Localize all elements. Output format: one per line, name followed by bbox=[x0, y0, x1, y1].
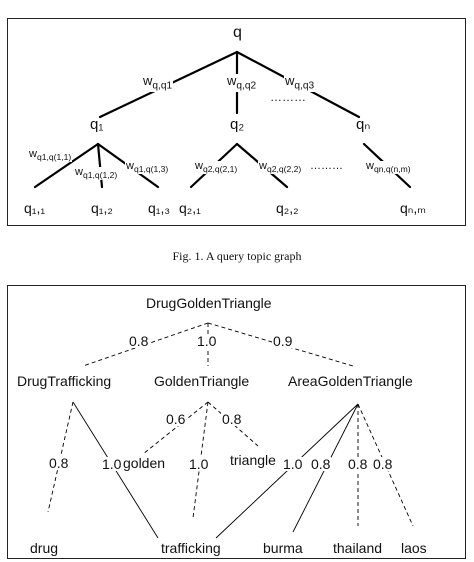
figure-1-caption: Fig. 1. A query topic graph bbox=[172, 249, 302, 263]
node-q1: q₁ bbox=[90, 116, 104, 133]
weight-q-q2: wq,q2 bbox=[226, 73, 258, 92]
weight-q1-q12: wq1,q(1,2) bbox=[74, 166, 119, 181]
node-q11: q₁,₁ bbox=[24, 200, 46, 216]
weight-q-q1: wq,q1 bbox=[142, 73, 174, 92]
ellipsis-top: ……… bbox=[270, 90, 306, 104]
edge-q1-q12 bbox=[96, 142, 104, 189]
weight-q1-q11: wq1,q(1,1) bbox=[28, 148, 73, 163]
weight-ag-trafficking: 1.0 bbox=[282, 456, 304, 472]
weight-q-q3: wq,q3 bbox=[284, 73, 316, 92]
edge-gt-golden bbox=[142, 401, 209, 455]
node-thailand: thailand bbox=[333, 540, 383, 556]
weight-q2-q21: wq2,q(2,1) bbox=[194, 160, 239, 175]
figure-1-panel: q q₁ q₂ qₙ q₁,₁ q₁,₂ q₁,₃ q₂,₁ q₂,₂ qₙ,ₘ… bbox=[7, 18, 466, 226]
weight-gt-trafficking: 1.0 bbox=[188, 456, 210, 472]
edge-ag-trafficking bbox=[215, 403, 359, 539]
weight-gt-triangle: 0.8 bbox=[221, 411, 243, 427]
node-qn: qₙ bbox=[356, 116, 371, 133]
node-qnm: qₙ,ₘ bbox=[400, 200, 426, 216]
figure-2-panel: DrugGoldenTriangle DrugTrafficking Golde… bbox=[7, 285, 466, 559]
node-q21: q₂,₁ bbox=[179, 200, 201, 216]
weight-q2-q22: wq2,q(2,2) bbox=[258, 160, 303, 175]
weight-gt-golden: 0.6 bbox=[165, 411, 187, 427]
node-drug: drug bbox=[30, 540, 59, 556]
node-q: q bbox=[233, 24, 242, 41]
node-q12: q₁,₂ bbox=[91, 200, 113, 216]
weight-root-areagoldentriangle: 0.9 bbox=[272, 333, 294, 349]
node-druggoldentriangle: DrugGoldenTriangle bbox=[146, 295, 272, 311]
node-burma: burma bbox=[263, 540, 303, 556]
node-areagoldentriangle: AreaGoldenTriangle bbox=[288, 373, 413, 389]
node-q13: q₁,₃ bbox=[148, 200, 171, 216]
node-laos: laos bbox=[401, 540, 427, 556]
weight-ag-burma: 0.8 bbox=[310, 456, 332, 472]
node-drugtrafficking: DrugTrafficking bbox=[17, 373, 112, 389]
weight-ag-thailand: 0.8 bbox=[347, 456, 369, 472]
weight-dt-drug: 0.8 bbox=[48, 455, 70, 471]
node-trafficking: trafficking bbox=[161, 540, 221, 556]
node-q2: q₂ bbox=[230, 116, 245, 133]
weight-root-drugtrafficking: 0.8 bbox=[128, 333, 150, 349]
node-triangle: triangle bbox=[230, 452, 276, 468]
weight-qn-qnm: wqn,q(n,m) bbox=[365, 160, 412, 175]
node-goldentriangle: GoldenTriangle bbox=[154, 373, 250, 389]
weight-dt-trafficking: 1.0 bbox=[101, 456, 123, 472]
ellipsis-bottom: ……… bbox=[310, 160, 343, 172]
weight-root-goldentriangle: 1.0 bbox=[196, 333, 218, 349]
node-q22: q₂,₂ bbox=[276, 200, 299, 216]
edge-q1-q11 bbox=[33, 142, 100, 189]
node-golden: golden bbox=[123, 455, 166, 471]
edge-root-areagoldentriangle bbox=[207, 322, 354, 367]
weight-q1-q13: wq1,q(1,3) bbox=[125, 160, 170, 175]
weight-ag-laos: 0.8 bbox=[372, 456, 394, 472]
